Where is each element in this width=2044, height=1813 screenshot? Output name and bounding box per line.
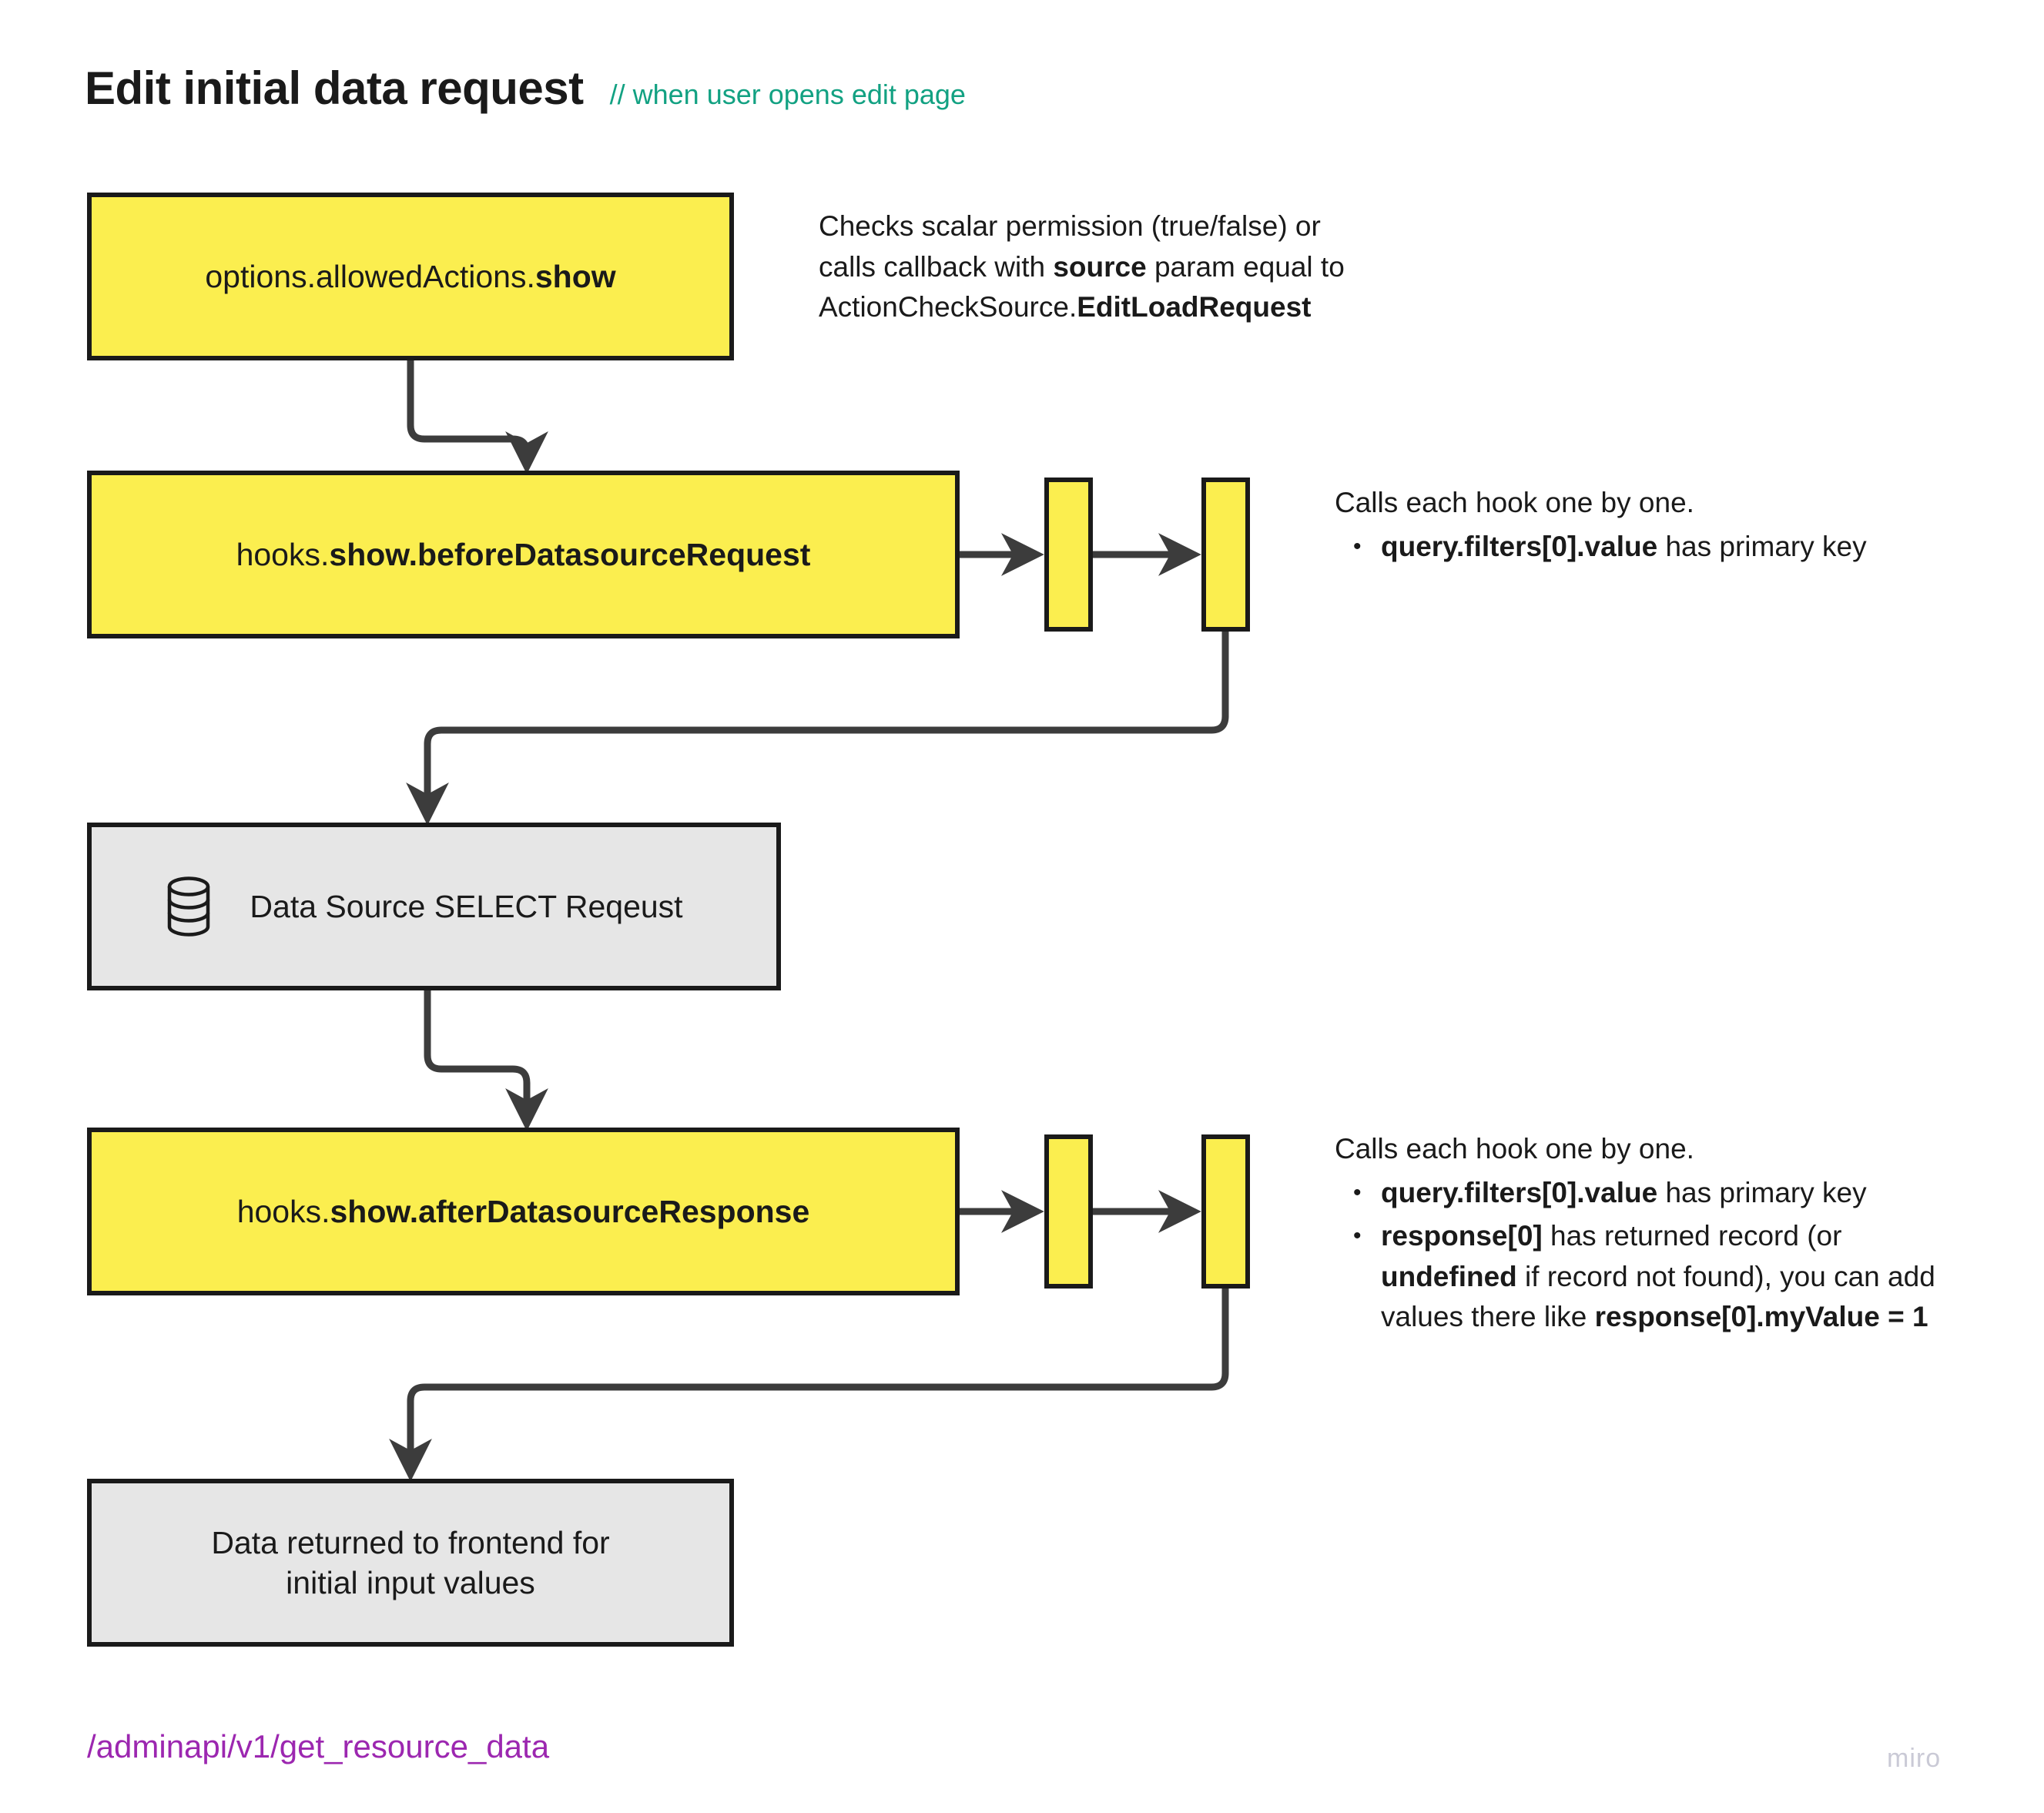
node-hooks-show-after-datasource-response[interactable]: hooks.show.afterDatasourceResponse xyxy=(87,1128,960,1295)
miro-watermark: miro xyxy=(1887,1744,1942,1773)
annotation-intro: Calls each hook one by one. xyxy=(1335,1133,1694,1165)
node-hooks-show-before-datasource-request[interactable]: hooks.show.beforeDatasourceRequest xyxy=(87,471,960,638)
connector-datasource-to-afterhook xyxy=(424,987,548,1131)
page-title: Edit initial data request xyxy=(85,62,584,114)
node-label: Data Source SELECT Reqeust xyxy=(250,888,683,924)
list-item: query.filters[0].value has primary key xyxy=(1335,527,1920,568)
connector-mini2-to-datasource xyxy=(406,628,1229,826)
database-icon xyxy=(168,876,210,937)
node-data-source-select-request[interactable]: Data Source SELECT Reqeust xyxy=(87,823,781,990)
annotation-intro: Calls each hook one by one. xyxy=(1335,487,1694,518)
node-label: hooks.show.beforeDatasourceRequest xyxy=(236,536,811,572)
annotation-before-hook: Calls each hook one by one. query.filter… xyxy=(1335,483,1920,567)
list-item: response[0] has returned record (or unde… xyxy=(1335,1216,1966,1338)
hook-step-box-before-1[interactable] xyxy=(1044,478,1093,632)
connector-mini4-to-frontend xyxy=(389,1285,1229,1482)
connector-allowedactions-to-beforehook xyxy=(407,357,548,474)
annotation-bullet-list: query.filters[0].value has primary key xyxy=(1335,527,1920,568)
node-label: options.allowedActions.show xyxy=(205,258,616,294)
node-options-allowed-actions-show[interactable]: options.allowedActions.show xyxy=(87,193,734,360)
page-subtitle-comment: // when user opens edit page xyxy=(609,79,966,110)
node-label: hooks.show.afterDatasourceResponse xyxy=(236,1193,810,1229)
annotation-line: Checks scalar permission (true/false) or xyxy=(819,210,1321,242)
annotation-line: ActionCheckSource.EditLoadRequest xyxy=(819,291,1312,323)
list-item: query.filters[0].value has primary key xyxy=(1335,1173,1966,1214)
hook-step-box-before-2[interactable] xyxy=(1201,478,1250,632)
hook-step-box-after-2[interactable] xyxy=(1201,1134,1250,1289)
endpoint-url: /adminapi/v1/get_resource_data xyxy=(87,1728,550,1764)
annotation-after-hook: Calls each hook one by one. query.filter… xyxy=(1335,1129,1966,1338)
annotation-allowed-actions: Checks scalar permission (true/false) or… xyxy=(819,206,1481,328)
annotation-line: calls callback with source param equal t… xyxy=(819,250,1345,283)
hook-step-box-after-1[interactable] xyxy=(1044,1134,1093,1289)
page-header: Edit initial data request // when user o… xyxy=(85,62,966,115)
annotation-bullet-list: query.filters[0].value has primary key r… xyxy=(1335,1173,1966,1338)
